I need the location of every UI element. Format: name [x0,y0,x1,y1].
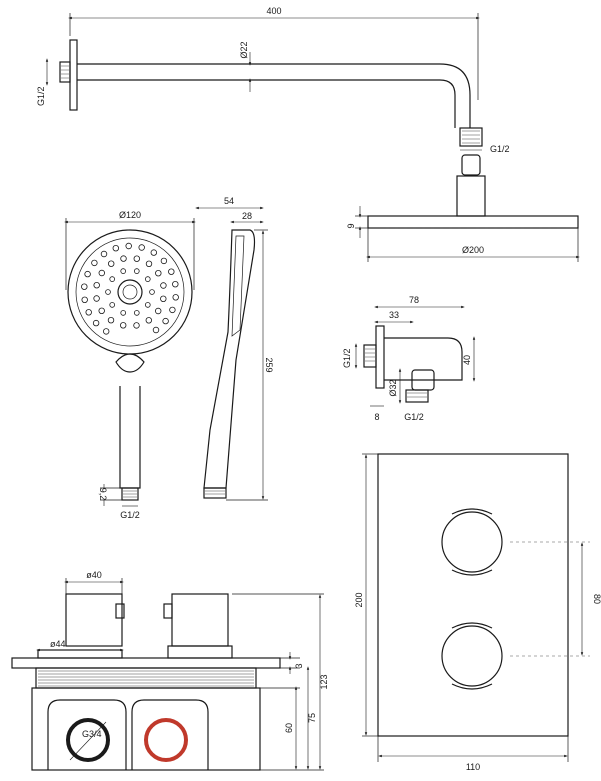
wall-thread-label: G1/2 [36,86,46,106]
nozzle [119,322,127,329]
plate-height-label: 200 [354,592,364,607]
nozzle [134,310,140,316]
nozzle [152,326,160,334]
outlet-thread-label: G1/2 [490,144,510,154]
nozzle [172,281,179,288]
inlet-thread-label: G3/4 [82,729,102,739]
side-width-label: 54 [224,196,234,206]
elbow-offset-label: 33 [389,310,399,320]
nozzle [160,257,168,265]
hand-thread-label: G1/2 [120,510,140,520]
nozzle [120,255,127,262]
nozzle [145,276,151,282]
nozzle [91,259,98,267]
trim-plate-drawing: 200 110 80 [354,453,601,772]
body-height-label: 75 [307,713,317,723]
nozzle [84,270,91,278]
nozzle [81,296,88,303]
knob-spacing-label: 80 [592,594,601,604]
nozzle [160,282,167,289]
nozzle [133,255,140,262]
thread-height-label: 9,2 [98,488,108,501]
nozzle [100,250,108,258]
side-tip-label: 28 [242,211,252,221]
inlet-height-label: 60 [284,723,294,733]
nozzle [112,244,119,252]
plate-width-label: 110 [466,762,480,772]
elbow-wall-thread-label: G1/2 [342,348,352,368]
elbow-depth-label: 78 [409,295,419,305]
knob-diameter-label: ø40 [86,570,102,580]
wall-elbow-drawing: 78 33 G1/2 40 Ø32 8 G1/2 [342,295,476,422]
elbow-diameter-label: Ø32 [388,379,398,396]
nozzle [133,322,140,329]
nozzle [93,295,100,302]
nozzle [120,310,126,316]
collar-diameter-label: ø44 [50,639,66,649]
nozzle [92,319,100,327]
nozzle [109,276,115,282]
elbow-flange-label: 8 [374,412,379,422]
nozzle [93,282,100,289]
nozzle [145,302,151,308]
hand-length-label: 259 [264,357,274,372]
elbow-outlet-thread-label: G1/2 [404,412,424,422]
nozzle-pattern [81,242,179,335]
nozzle [102,328,110,335]
nozzle [85,309,92,316]
nozzle [160,295,167,302]
nozzle [172,294,179,301]
nozzle [98,307,105,314]
nozzle [145,317,152,324]
nozzle [109,302,115,308]
total-height-label: 123 [319,674,329,689]
hand-diameter-label: Ø120 [119,210,141,220]
head-diameter-label: Ø200 [462,245,484,255]
nozzle [169,306,176,314]
nozzle [138,244,145,251]
nozzle [120,268,126,274]
nozzle [125,242,132,250]
nozzle [145,260,153,267]
elbow-height-label: 40 [462,355,472,365]
nozzle [162,317,169,325]
arm-diameter-label: Ø22 [239,41,249,58]
nozzle [81,283,88,290]
plate-thickness-label: 3 [294,663,304,668]
nozzle [149,289,155,295]
nozzle [107,260,115,267]
valve-body-drawing: ø40 ø44 G3/4 3 60 75 123 [11,570,329,771]
arm-length-label: 400 [266,6,281,16]
nozzle [154,307,162,315]
head-thickness-label: 9 [346,223,356,228]
nozzle [134,268,140,274]
nozzle [105,289,111,295]
shower-arm-drawing: 400 G1/2 Ø22 G1/2 9 Ø200 [36,6,580,262]
nozzle [107,317,115,324]
nozzle [98,269,105,277]
nozzle [155,270,162,277]
nozzle [168,268,175,275]
cooling-fins [38,670,254,687]
nozzle [150,249,157,256]
hand-shower-drawing: Ø120 9,2 G1/2 54 28 259 [64,196,274,520]
